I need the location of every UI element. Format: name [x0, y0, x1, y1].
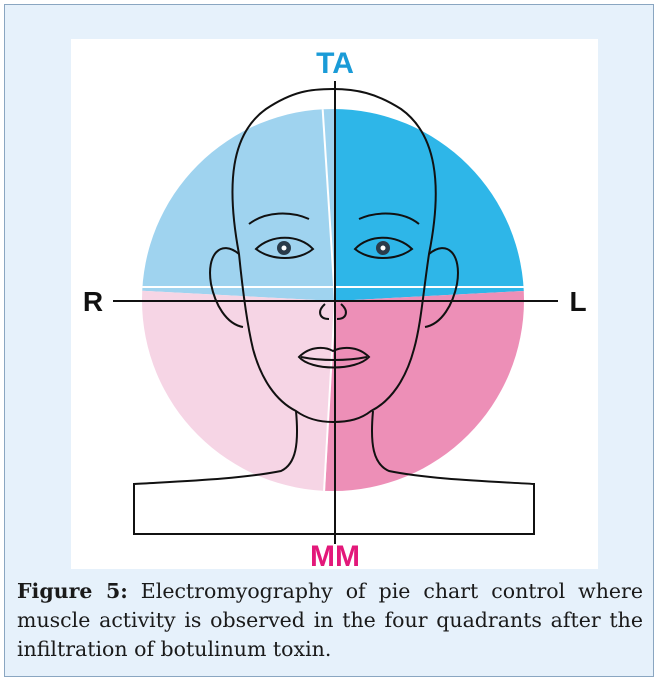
figure-panel: TA MM R L Figure 5: Electromyography of … — [4, 4, 654, 677]
label-top: TA — [316, 47, 354, 80]
figure-caption: Figure 5: Electromyography of pie chart … — [17, 577, 643, 664]
label-bottom: MM — [310, 540, 360, 569]
caption-label: Figure 5: — [17, 579, 128, 603]
label-left: R — [83, 286, 103, 317]
quadrant-top-left — [71, 39, 335, 301]
quadrant-bottom-left — [71, 287, 335, 569]
quadrant-bottom-right — [321, 287, 598, 569]
quadrant-top-right — [335, 39, 598, 301]
label-right: L — [569, 286, 586, 317]
figure-image: TA MM R L — [71, 39, 598, 569]
left-pupil-highlight — [282, 246, 287, 251]
right-pupil-highlight — [381, 246, 386, 251]
face-pie-diagram: TA MM R L — [71, 39, 598, 569]
